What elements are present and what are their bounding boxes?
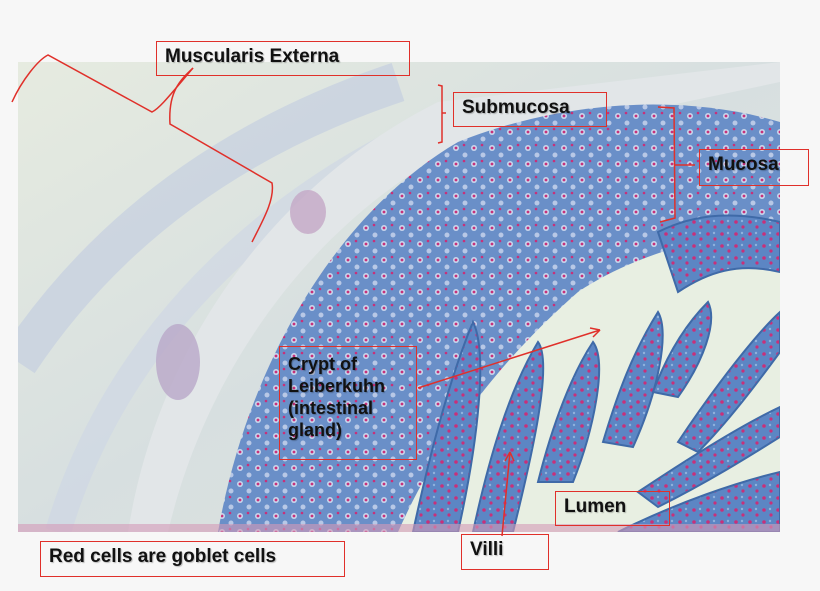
label-submucosa: Submucosa — [453, 92, 607, 127]
crypt-line-1: Crypt of — [288, 354, 357, 374]
histology-micrograph — [18, 62, 780, 532]
label-lumen: Lumen — [555, 491, 670, 526]
label-mucosa: Mucosa — [699, 149, 809, 186]
crypt-line-3: (intestinal — [288, 398, 374, 418]
label-goblet-cells-note: Red cells are goblet cells — [40, 541, 345, 577]
micrograph-illustration — [18, 62, 780, 532]
label-crypt-of-leiberkuhn: Crypt of Leiberkuhn (intestinal gland) — [279, 346, 417, 460]
label-villi: Villi — [461, 534, 549, 570]
label-muscularis-externa: Muscularis Externa — [156, 41, 410, 76]
crypt-line-4: gland) — [288, 420, 342, 440]
crypt-line-2: Leiberkuhn — [288, 376, 386, 396]
